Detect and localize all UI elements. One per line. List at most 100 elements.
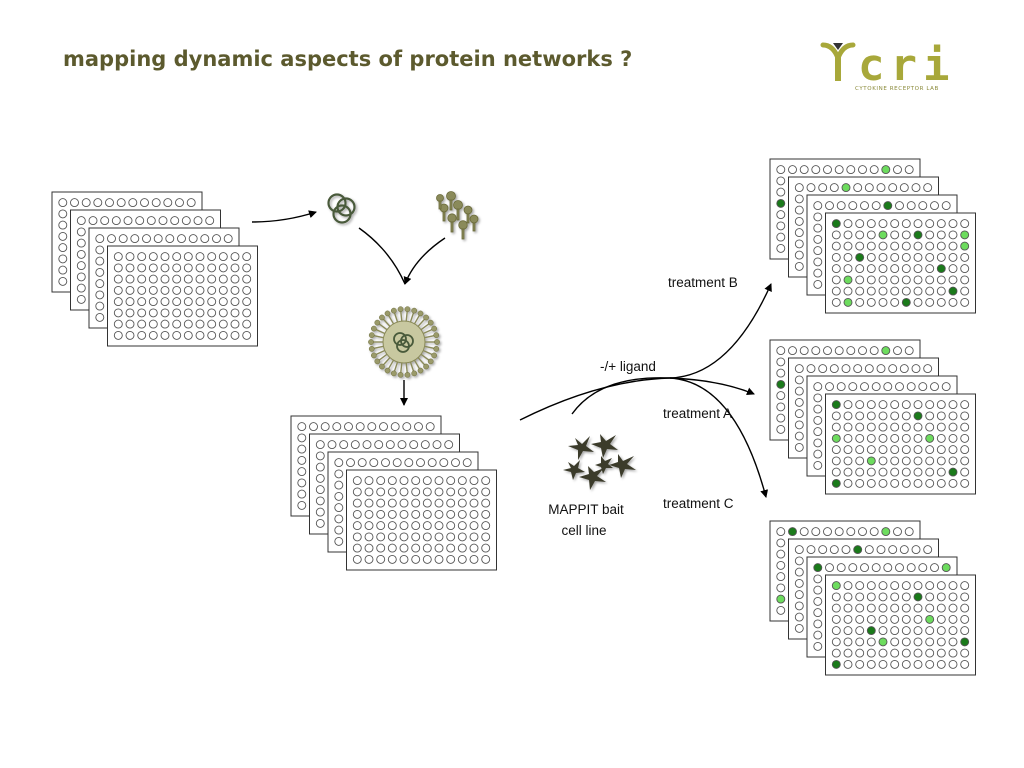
well (195, 330, 205, 340)
well (878, 422, 888, 432)
well (446, 476, 456, 486)
well (195, 285, 205, 295)
well (901, 614, 911, 624)
well (297, 433, 307, 443)
well (422, 487, 432, 497)
well (794, 567, 804, 577)
well (434, 532, 444, 542)
well (843, 230, 853, 240)
well (878, 445, 888, 455)
well (334, 469, 344, 479)
well (332, 422, 342, 432)
well (399, 498, 409, 508)
well (895, 382, 904, 392)
well (113, 263, 123, 273)
plate-stack-library (51, 191, 258, 347)
well (948, 648, 958, 658)
well (813, 246, 823, 256)
well (137, 330, 147, 340)
well (95, 301, 105, 311)
well (776, 221, 786, 231)
well (855, 581, 865, 591)
well (172, 252, 182, 262)
well (402, 422, 412, 432)
well (878, 659, 888, 669)
well (864, 183, 874, 193)
well (355, 422, 365, 432)
well (95, 290, 105, 300)
well (111, 216, 121, 226)
well (362, 440, 372, 450)
well (925, 456, 935, 466)
well (813, 449, 823, 459)
well (901, 659, 911, 669)
well (948, 422, 958, 432)
well (434, 554, 444, 564)
well (434, 487, 444, 497)
lab-logo-text: cri (858, 40, 955, 91)
well (105, 198, 114, 208)
well (462, 458, 472, 468)
well (242, 297, 252, 307)
well (434, 498, 444, 508)
well (936, 467, 946, 477)
well (387, 509, 397, 519)
well (818, 183, 828, 193)
well (901, 286, 911, 296)
well (848, 563, 858, 573)
well (76, 216, 86, 226)
well (339, 440, 349, 450)
well (860, 201, 869, 211)
well (855, 456, 865, 466)
well (76, 249, 86, 259)
well (367, 422, 377, 432)
well (869, 527, 879, 537)
well (352, 543, 362, 553)
well (948, 241, 958, 251)
well (374, 440, 384, 450)
flow-arrows (251, 210, 772, 498)
well (794, 386, 804, 396)
well (878, 478, 888, 488)
well (901, 648, 911, 658)
well (936, 264, 946, 274)
well (866, 637, 876, 647)
well (776, 391, 786, 401)
well (925, 219, 935, 229)
well (160, 274, 170, 284)
well (936, 400, 946, 410)
well (205, 216, 215, 226)
well (925, 252, 935, 262)
well (901, 637, 911, 647)
well (936, 659, 946, 669)
well (843, 286, 853, 296)
arrow-plasmid-to-complex (358, 227, 406, 285)
arrow-treatment-b (519, 283, 772, 421)
well (878, 433, 888, 443)
well (195, 308, 205, 318)
well (399, 521, 409, 531)
well (855, 659, 865, 669)
well (825, 563, 834, 573)
well (831, 581, 841, 591)
well (364, 476, 374, 486)
well (901, 252, 911, 262)
well (411, 487, 421, 497)
well (948, 411, 958, 421)
well (843, 626, 853, 636)
well (794, 623, 804, 633)
well (913, 286, 923, 296)
well (411, 509, 421, 519)
well (334, 480, 344, 490)
well (913, 614, 923, 624)
well (890, 241, 900, 251)
well (925, 603, 935, 613)
well (95, 234, 105, 244)
lab-logo: cri CYTOKINE RECEPTOR LAB (820, 40, 955, 92)
well (376, 498, 386, 508)
well (890, 219, 900, 229)
well (906, 563, 916, 573)
well (890, 637, 900, 647)
well (925, 400, 935, 410)
well (444, 440, 454, 450)
